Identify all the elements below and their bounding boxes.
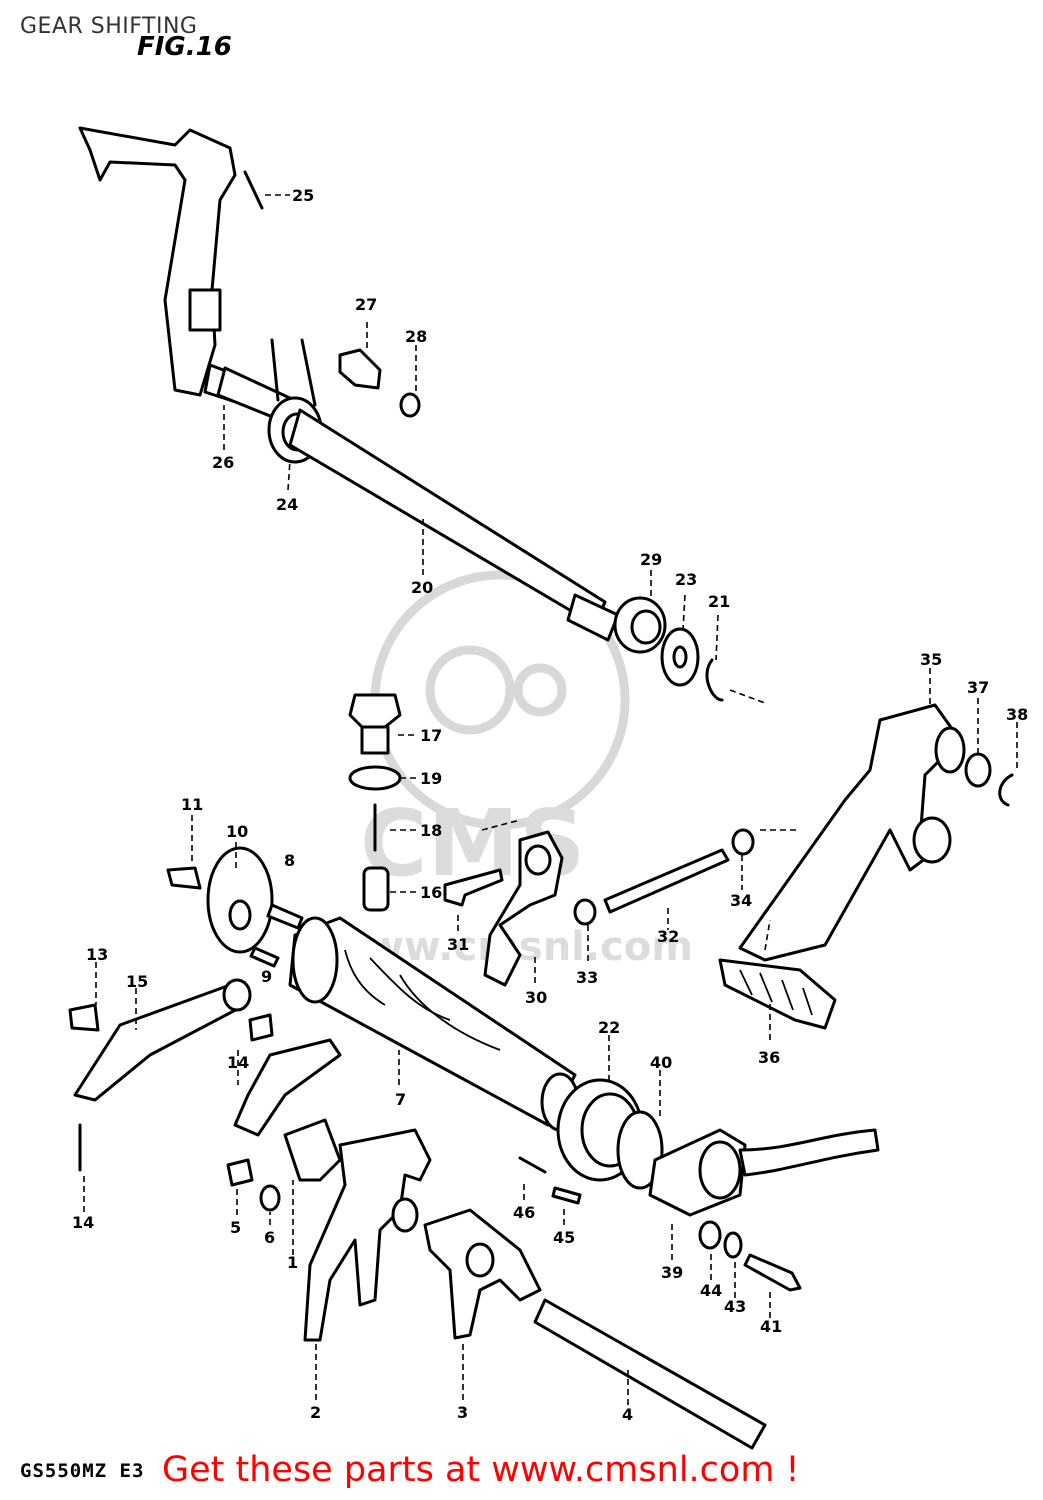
- gearshift-pedal: [718, 703, 1014, 1030]
- callout-44: 44: [700, 1281, 722, 1300]
- model-code: GS550MZ E3: [20, 1460, 145, 1482]
- callout-33: 32: [657, 927, 679, 946]
- callout-3: 3: [457, 1403, 468, 1422]
- callout-34: 33: [576, 968, 598, 987]
- callout-10: 10: [226, 822, 248, 841]
- leader-lines: [83, 194, 1018, 1405]
- callout-30: 29: [640, 550, 662, 569]
- bolt-and-washer: [338, 348, 421, 418]
- footer-cta-link[interactable]: Get these parts at www.cmsnl.com !: [162, 1450, 800, 1490]
- callout-8: 8: [284, 851, 295, 870]
- callout-19: 17: [420, 726, 442, 745]
- shaft-bearing-washer-clip: [613, 596, 724, 702]
- callout-35: 34: [730, 891, 752, 910]
- figure-label: FIG.16: [137, 32, 232, 62]
- gearshift-cam-drum: [288, 916, 580, 1132]
- callout-38: 37: [967, 678, 989, 697]
- callout-20: 18: [420, 821, 442, 840]
- callout-15: 22: [598, 1018, 620, 1037]
- callout-16: 15: [126, 972, 148, 991]
- cam-stopper-plate: [166, 846, 304, 968]
- callout-25: 25: [292, 186, 314, 205]
- callout-27: 26: [212, 453, 234, 472]
- callout-5: 5: [230, 1218, 241, 1237]
- callout-7: 7: [395, 1090, 406, 1109]
- callout-39: 38: [1006, 705, 1028, 724]
- callout-31: 30: [525, 988, 547, 1007]
- callout-32: 31: [447, 935, 469, 954]
- callout-28: 27: [355, 295, 377, 314]
- gearshift-link-arm: [443, 828, 755, 987]
- bearing-and-cover: [518, 1078, 880, 1292]
- callout-4: 4: [622, 1405, 633, 1424]
- callout-40: 39: [661, 1263, 683, 1282]
- callout-13: 13: [86, 945, 108, 964]
- callout-22: 20: [411, 578, 433, 597]
- callout-1: 1: [287, 1253, 298, 1272]
- callout-24: 23: [675, 570, 697, 589]
- page-header-title: GEAR SHIFTING: [20, 14, 198, 39]
- shift-arm-assembly: [78, 126, 307, 430]
- callout-42: 41: [760, 1317, 782, 1336]
- callout-2: 2: [310, 1403, 321, 1422]
- callout-labels: 25 27 28 26 24 20 29 23 21 35 37 38 17 1…: [72, 186, 1028, 1424]
- callout-46: 46: [513, 1203, 535, 1222]
- callout-36: 35: [920, 650, 942, 669]
- callout-26: 24: [276, 495, 298, 514]
- callout-43: 43: [724, 1297, 746, 1316]
- callout-37: 36: [758, 1048, 780, 1067]
- cam-driven-gear-lever: [68, 978, 342, 1172]
- callout-11: 11: [181, 795, 203, 814]
- callout-18: 16: [420, 883, 442, 902]
- callout-6: 6: [264, 1228, 275, 1247]
- shift-forks-and-shaft: [226, 1118, 767, 1450]
- callout-21: 19: [420, 769, 442, 788]
- gearshift-shaft: [267, 338, 620, 642]
- callout-41: 40: [650, 1053, 672, 1072]
- callout-45: 45: [553, 1228, 575, 1247]
- callout-17: 14: [72, 1213, 94, 1232]
- callout-23: 21: [708, 592, 730, 611]
- callout-14: 14: [227, 1053, 249, 1072]
- stopper-bolt-assembly: [348, 693, 402, 912]
- callout-29: 28: [405, 327, 427, 346]
- callout-9: 9: [261, 967, 272, 986]
